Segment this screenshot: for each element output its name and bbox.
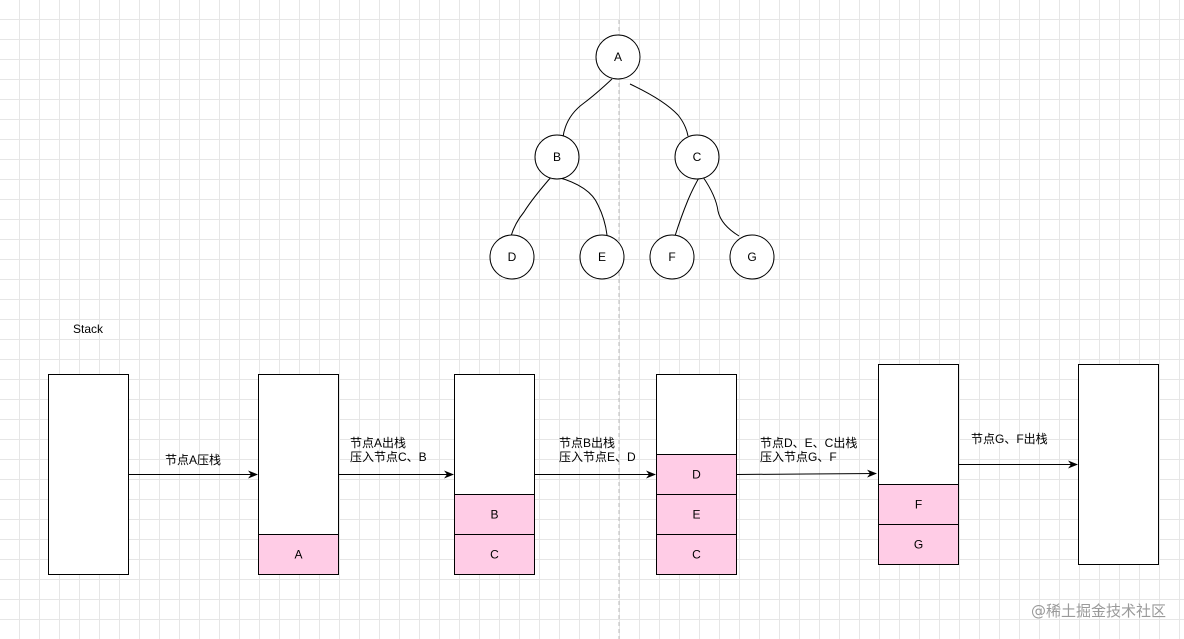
node-label: D — [508, 250, 517, 264]
arrow — [736, 469, 877, 478]
edge-c-g — [702, 176, 740, 237]
edge-c-f — [674, 175, 701, 237]
transition-3: 节点D、E、C出栈 压入节点G、F — [736, 435, 877, 478]
transition-label-line: 压入节点C、B — [350, 450, 427, 464]
transition-label-line: 压入节点G、F — [760, 450, 837, 464]
transition-label-line: 压入节点E、D — [559, 450, 636, 464]
edge-b-e — [556, 176, 608, 236]
transition-1: 节点A出栈 压入节点C、B — [338, 435, 454, 479]
stack-3: D E C — [656, 374, 737, 575]
transition-label-line: 节点B出栈 — [559, 435, 615, 450]
stack-frame — [48, 374, 129, 575]
node-label: B — [553, 150, 561, 164]
tree-edges — [510, 78, 740, 237]
transition-label-line: 节点A压栈 — [165, 452, 221, 467]
stack-cell-label: G — [914, 538, 923, 552]
edge-a-c — [629, 83, 689, 137]
stack-cell-label: D — [692, 468, 701, 482]
tree-node-d: D — [489, 234, 535, 280]
edge-a-b — [562, 78, 613, 138]
edge-b-d — [510, 175, 553, 237]
stack-cell-label: F — [915, 498, 922, 512]
tree-node-g: G — [729, 234, 775, 280]
tree-node-f: F — [649, 234, 695, 280]
stack-cell — [656, 534, 737, 575]
stack-cell-label: C — [490, 548, 499, 562]
node-label: A — [614, 50, 622, 64]
node-label: C — [693, 150, 702, 164]
stack-1: A — [258, 374, 339, 575]
transition-0: 节点A压栈 — [128, 452, 258, 479]
stack-frame — [1078, 364, 1159, 565]
stack-0 — [48, 374, 129, 575]
stack-cell — [258, 534, 339, 575]
stack-cell — [878, 524, 959, 565]
transition-label-line: 节点D、E、C出栈 — [760, 435, 857, 450]
node-label: G — [747, 250, 756, 264]
tree-node-e: E — [579, 234, 625, 280]
stack-cell-label: B — [490, 508, 498, 522]
stack-2: B C — [454, 374, 535, 575]
stack-cell-label: A — [294, 548, 302, 562]
node-label: E — [598, 250, 606, 264]
stack-cell — [878, 484, 959, 525]
stack-cell — [656, 494, 737, 535]
watermark: @稀土掘金技术社区 — [1030, 602, 1166, 620]
tree-nodes: A B C D E F G — [489, 34, 775, 280]
transition-label-line: 节点A出栈 — [350, 435, 406, 450]
tree-node-a: A — [595, 34, 641, 80]
stack-cell-label: C — [692, 548, 701, 562]
stack-cell-label: E — [692, 508, 700, 522]
tree-node-b: B — [534, 134, 580, 180]
transition-4: 节点G、F出栈 — [958, 431, 1078, 469]
transition-label-line: 节点G、F出栈 — [971, 431, 1048, 446]
stack-cell — [454, 534, 535, 575]
stack-title: Stack — [73, 322, 104, 336]
stack-4: F G — [878, 364, 959, 565]
stack-5 — [1078, 364, 1159, 565]
tree-node-c: C — [674, 134, 720, 180]
transition-2: 节点B出栈 压入节点E、D — [534, 435, 656, 479]
node-label: F — [668, 250, 675, 264]
